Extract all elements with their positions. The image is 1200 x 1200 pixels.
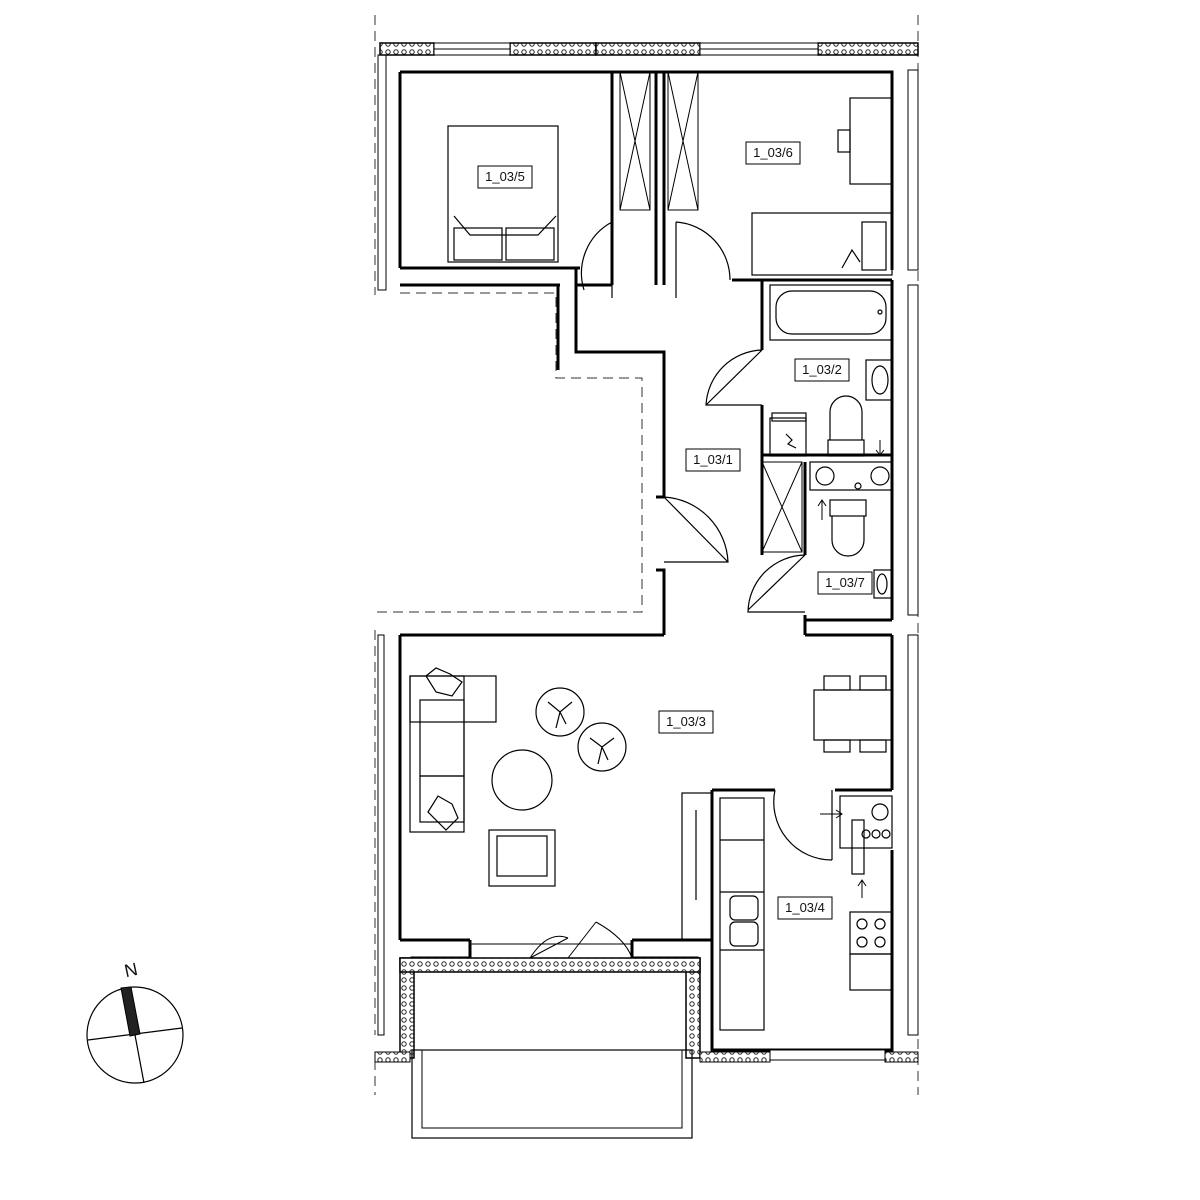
table-icon — [491, 689, 893, 811]
toilet-icon — [827, 395, 867, 557]
room-label-1_03-3: 1_03/3 — [658, 710, 714, 734]
sofa-icon — [409, 667, 497, 833]
riser-arrows — [817, 440, 885, 898]
doors — [580, 221, 833, 861]
stove-icon — [849, 911, 893, 991]
plant-icon — [535, 687, 627, 772]
exterior-wall-top — [379, 42, 919, 56]
room-label-text: 1_03/4 — [785, 900, 825, 915]
kitchen-counter — [681, 792, 765, 1031]
room-label-text: 1_03/6 — [753, 145, 793, 160]
room-label-1_03-2: 1_03/2 — [794, 358, 850, 382]
room-label-1_03-1: 1_03/1 — [685, 448, 741, 472]
desk-icon — [751, 97, 893, 276]
north-label: N — [123, 959, 140, 981]
compass-icon: N — [86, 959, 184, 1084]
side-walls — [377, 54, 919, 1036]
boiler-icon — [839, 795, 893, 875]
room-label-1_03-4: 1_03/4 — [777, 896, 833, 920]
room-label-text: 1_03/2 — [802, 362, 842, 377]
room-label-text: 1_03/5 — [485, 169, 525, 184]
sink-icon — [729, 895, 759, 947]
room-label-1_03-5: 1_03/5 — [477, 165, 533, 189]
balcony — [374, 921, 919, 1139]
wardrobe-icon — [619, 71, 803, 553]
room-label-1_03-6: 1_03/6 — [745, 141, 801, 165]
room-label-text: 1_03/1 — [693, 452, 733, 467]
sink-icon — [769, 359, 893, 599]
room-label-text: 1_03/3 — [666, 714, 706, 729]
room-label-text: 1_03/7 — [825, 575, 865, 590]
room-label-1_03-7: 1_03/7 — [817, 571, 873, 595]
chair-icon — [488, 675, 887, 887]
bathtub-icon — [769, 284, 893, 341]
boundary-lines — [374, 15, 919, 1095]
bed-icon — [447, 125, 559, 263]
